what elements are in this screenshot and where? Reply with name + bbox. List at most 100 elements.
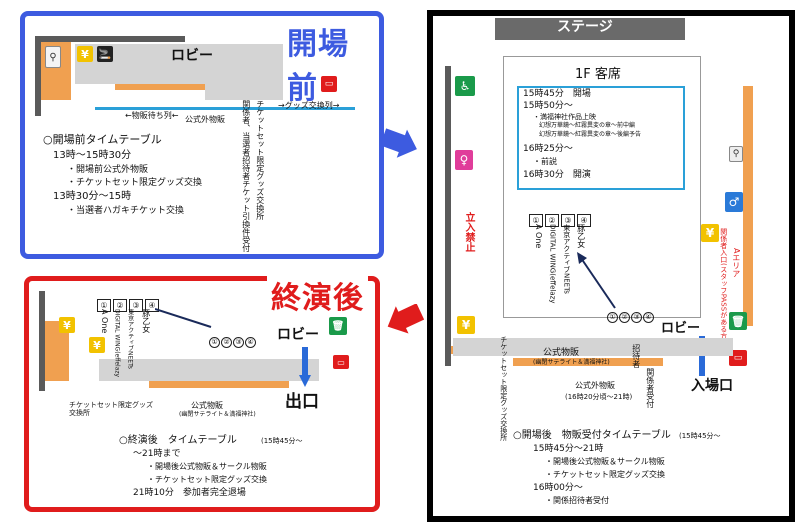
panel-hall: ステージ 1F 客席 15時45分 開場 15時50分～ ・満福神社作品上映 幻…: [427, 10, 795, 522]
lobby-label: ロビー: [277, 327, 319, 343]
seat-number: ②: [619, 312, 630, 323]
wall: [35, 36, 41, 116]
schedule-line: ・当選者ハガキチケット交換: [67, 206, 185, 216]
seat-box: ③: [561, 214, 575, 227]
entrance-label: 入場口: [691, 378, 733, 394]
women-restroom-icon: ♀: [455, 150, 473, 170]
red-sign-icon: ▭: [333, 355, 349, 369]
stage: [495, 18, 685, 40]
panel-title: 開場前: [283, 19, 379, 107]
schedule-line: 13時30分～15時: [53, 191, 132, 202]
schedule-line: 16時00分～: [533, 483, 583, 493]
official-goods-label: 公式物販: [543, 348, 580, 358]
arrow-red-icon: [384, 303, 425, 334]
floor-label: 1F 客席: [575, 67, 621, 82]
stage-label: ステージ: [557, 19, 613, 35]
wall: [445, 66, 451, 366]
schedule-line: (15時45分～: [261, 437, 303, 445]
orange-zone: [149, 381, 289, 388]
seat-number: ③: [631, 312, 642, 323]
queue-line: [95, 107, 355, 110]
entrance-arrow-icon: [699, 336, 705, 376]
seat-number: ②: [221, 337, 232, 348]
schedule-line: ・チケットセット限定グッズ交換: [67, 178, 203, 188]
area-label: Aエリア: [731, 248, 741, 278]
restroom-icon: ⚲: [45, 46, 61, 68]
performer-label: 豚乙女: [576, 224, 586, 248]
schedule-box-line: 幻想万華鏡～紅霧異変の章～前中編: [539, 122, 636, 129]
official-goods-sub: (幽閉サテライト＆満福神社): [533, 359, 610, 366]
yen-icon: ¥: [457, 316, 475, 334]
schedule-line: ・関係招待者受付: [545, 496, 609, 505]
performer-label: A One: [533, 224, 543, 249]
performer-label: 東京アクティブNEETs: [562, 224, 571, 294]
schedule-box-line: ・満福神社作品上映: [533, 113, 596, 121]
seat-number: ④: [643, 312, 654, 323]
lobby-floor: [453, 338, 733, 356]
schedule-line: ・開場後公式物販＆サークル物販: [545, 457, 665, 466]
schedule-line: ○終演後 タイムテーブル: [119, 435, 237, 446]
lobby-floor: [99, 359, 319, 381]
seat-number: ①: [607, 312, 618, 323]
schedule-line: ○開場後 物販受付タイムテーブル: [513, 430, 671, 441]
seat-box: ②: [545, 214, 559, 227]
no-entry-label: 立入禁止: [463, 212, 474, 252]
schedule-line: 21時10分 参加者完全退場: [133, 488, 246, 498]
red-sign-icon: ▭: [321, 76, 337, 92]
yen-icon: ¥: [77, 46, 93, 62]
seat-box: ①: [529, 214, 543, 227]
schedule-box: [517, 86, 685, 190]
ticket-goods-label: チケットセット限定グッズ交換所: [499, 336, 508, 441]
vertical-label-2: チケットセット限定グッズ交換所: [255, 100, 265, 220]
yen-icon: ¥: [89, 337, 105, 353]
staff-invite-label: 招待者: [631, 344, 641, 368]
official-goods-sub: (幽閉サテライト＆満福神社): [179, 411, 256, 418]
performer-label: DIGITAL WING(effelazy: [548, 224, 557, 304]
schedule-box-line: 15時50分～: [523, 101, 573, 111]
lobby-label: ロビー: [661, 321, 701, 336]
arrow-blue-icon: [380, 128, 420, 158]
schedule-box-line: 16時25分～: [523, 144, 573, 154]
wall: [39, 291, 45, 391]
panel-title: 終演後: [267, 273, 368, 317]
official-goods-label: 公式物販: [191, 401, 223, 410]
schedule-line: ・チケットセット限定グッズ交換: [147, 475, 267, 484]
schedule-box-line: 16時30分 開演: [523, 170, 591, 180]
smoking-icon: 🚬: [97, 46, 113, 62]
schedule-line: ・チケットセット限定グッズ交換: [545, 470, 665, 479]
official-outside-label: 公式外物販: [575, 381, 615, 390]
goods-queue-label: ←物販待ち列←: [125, 111, 179, 120]
seat-number: ①: [209, 337, 220, 348]
schedule-line: 13時～15時30分: [53, 150, 132, 161]
performer-label: 豚乙女: [141, 309, 151, 333]
official-outside-time: (16時20分頃～21時): [565, 393, 633, 401]
schedule-line: (15時45分～: [679, 432, 721, 440]
ticket-goods-label: チケットセット限定グッズ交換所: [69, 401, 153, 418]
schedule-box-line: 幻想万華鏡～紅霧異変の章～後編予告: [539, 131, 642, 138]
trash-icon: 🗑: [729, 312, 747, 330]
lobby-label: ロビー: [171, 48, 213, 64]
pointer-arrow-icon: [573, 252, 623, 312]
men-restroom-icon: ♂: [725, 192, 743, 212]
pointer-line: [154, 307, 215, 329]
goods-queue-label-2: →グッズ交換列→: [278, 101, 340, 110]
red-sign-icon: ▭: [729, 350, 747, 366]
performer-label: DIGITAL WING(effelazy: [113, 309, 121, 378]
orange-zone: [743, 86, 753, 326]
wall: [35, 36, 185, 42]
schedule-line: ○開場前タイムテーブル: [43, 133, 162, 146]
orange-zone: [513, 358, 663, 366]
hall-outline: [503, 56, 701, 318]
schedule-line: ・開場後公式物販＆サークル物販: [147, 462, 267, 471]
staff-reception-label: 関係者受付: [645, 368, 655, 408]
schedule-line: ～21時まで: [133, 449, 181, 459]
performer-label: A One: [99, 309, 109, 334]
seat-number: ④: [245, 337, 256, 348]
restroom-icon: ⚲: [729, 146, 743, 162]
vertical-label-1: 関係者、当選者招待者チケット引換件受付: [241, 100, 251, 252]
yen-icon: ¥: [59, 317, 75, 333]
schedule-line: ・開場前公式外物販: [67, 165, 149, 175]
